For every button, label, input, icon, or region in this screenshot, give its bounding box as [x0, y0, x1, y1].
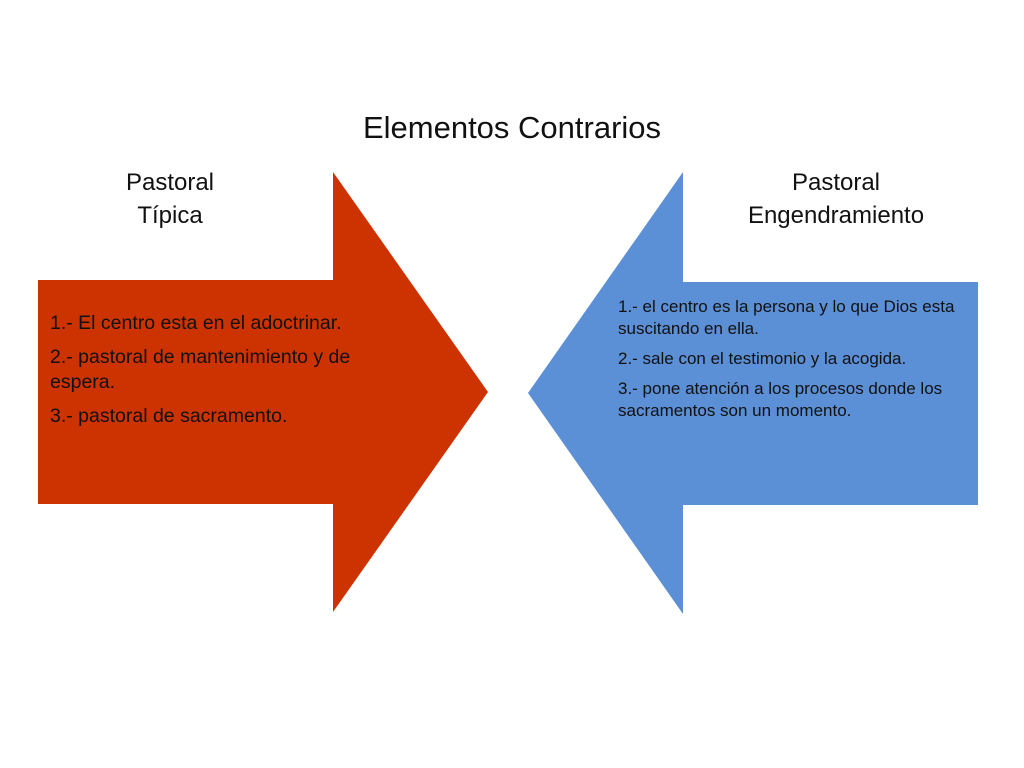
left-arrow-text: 1.- El centro esta en el adoctrinar. 2.-…: [50, 311, 395, 438]
left-heading-line1: Pastoral: [125, 169, 215, 196]
slide-title: Elementos Contrarios: [362, 110, 662, 145]
left-column-heading: Pastoral Típica: [90, 166, 250, 232]
right-arrow-text: 1.- el centro es la persona y lo que Dio…: [618, 296, 963, 430]
left-heading-line2: Típica: [137, 202, 203, 229]
right-item-2: 2.- sale con el testimonio y la acogida.: [618, 349, 907, 368]
right-item-1: 1.- el centro es la persona y lo que Dio…: [618, 297, 955, 338]
right-item-3: 3.- pone atención a los procesos donde l…: [618, 379, 943, 420]
left-item-1: 1.- El centro esta en el adoctrinar.: [50, 312, 342, 334]
left-item-2: 2.- pastoral de mantenimiento y de esper…: [50, 346, 351, 393]
left-item-3: 3.- pastoral de sacramento.: [50, 405, 288, 427]
right-column-heading: Pastoral Engendramiento: [726, 166, 946, 232]
right-heading-line1: Pastoral: [791, 169, 881, 196]
right-arrow-shape: [528, 172, 978, 614]
left-arrow-shape: [38, 172, 488, 612]
right-heading-line2: Engendramiento: [747, 202, 925, 229]
